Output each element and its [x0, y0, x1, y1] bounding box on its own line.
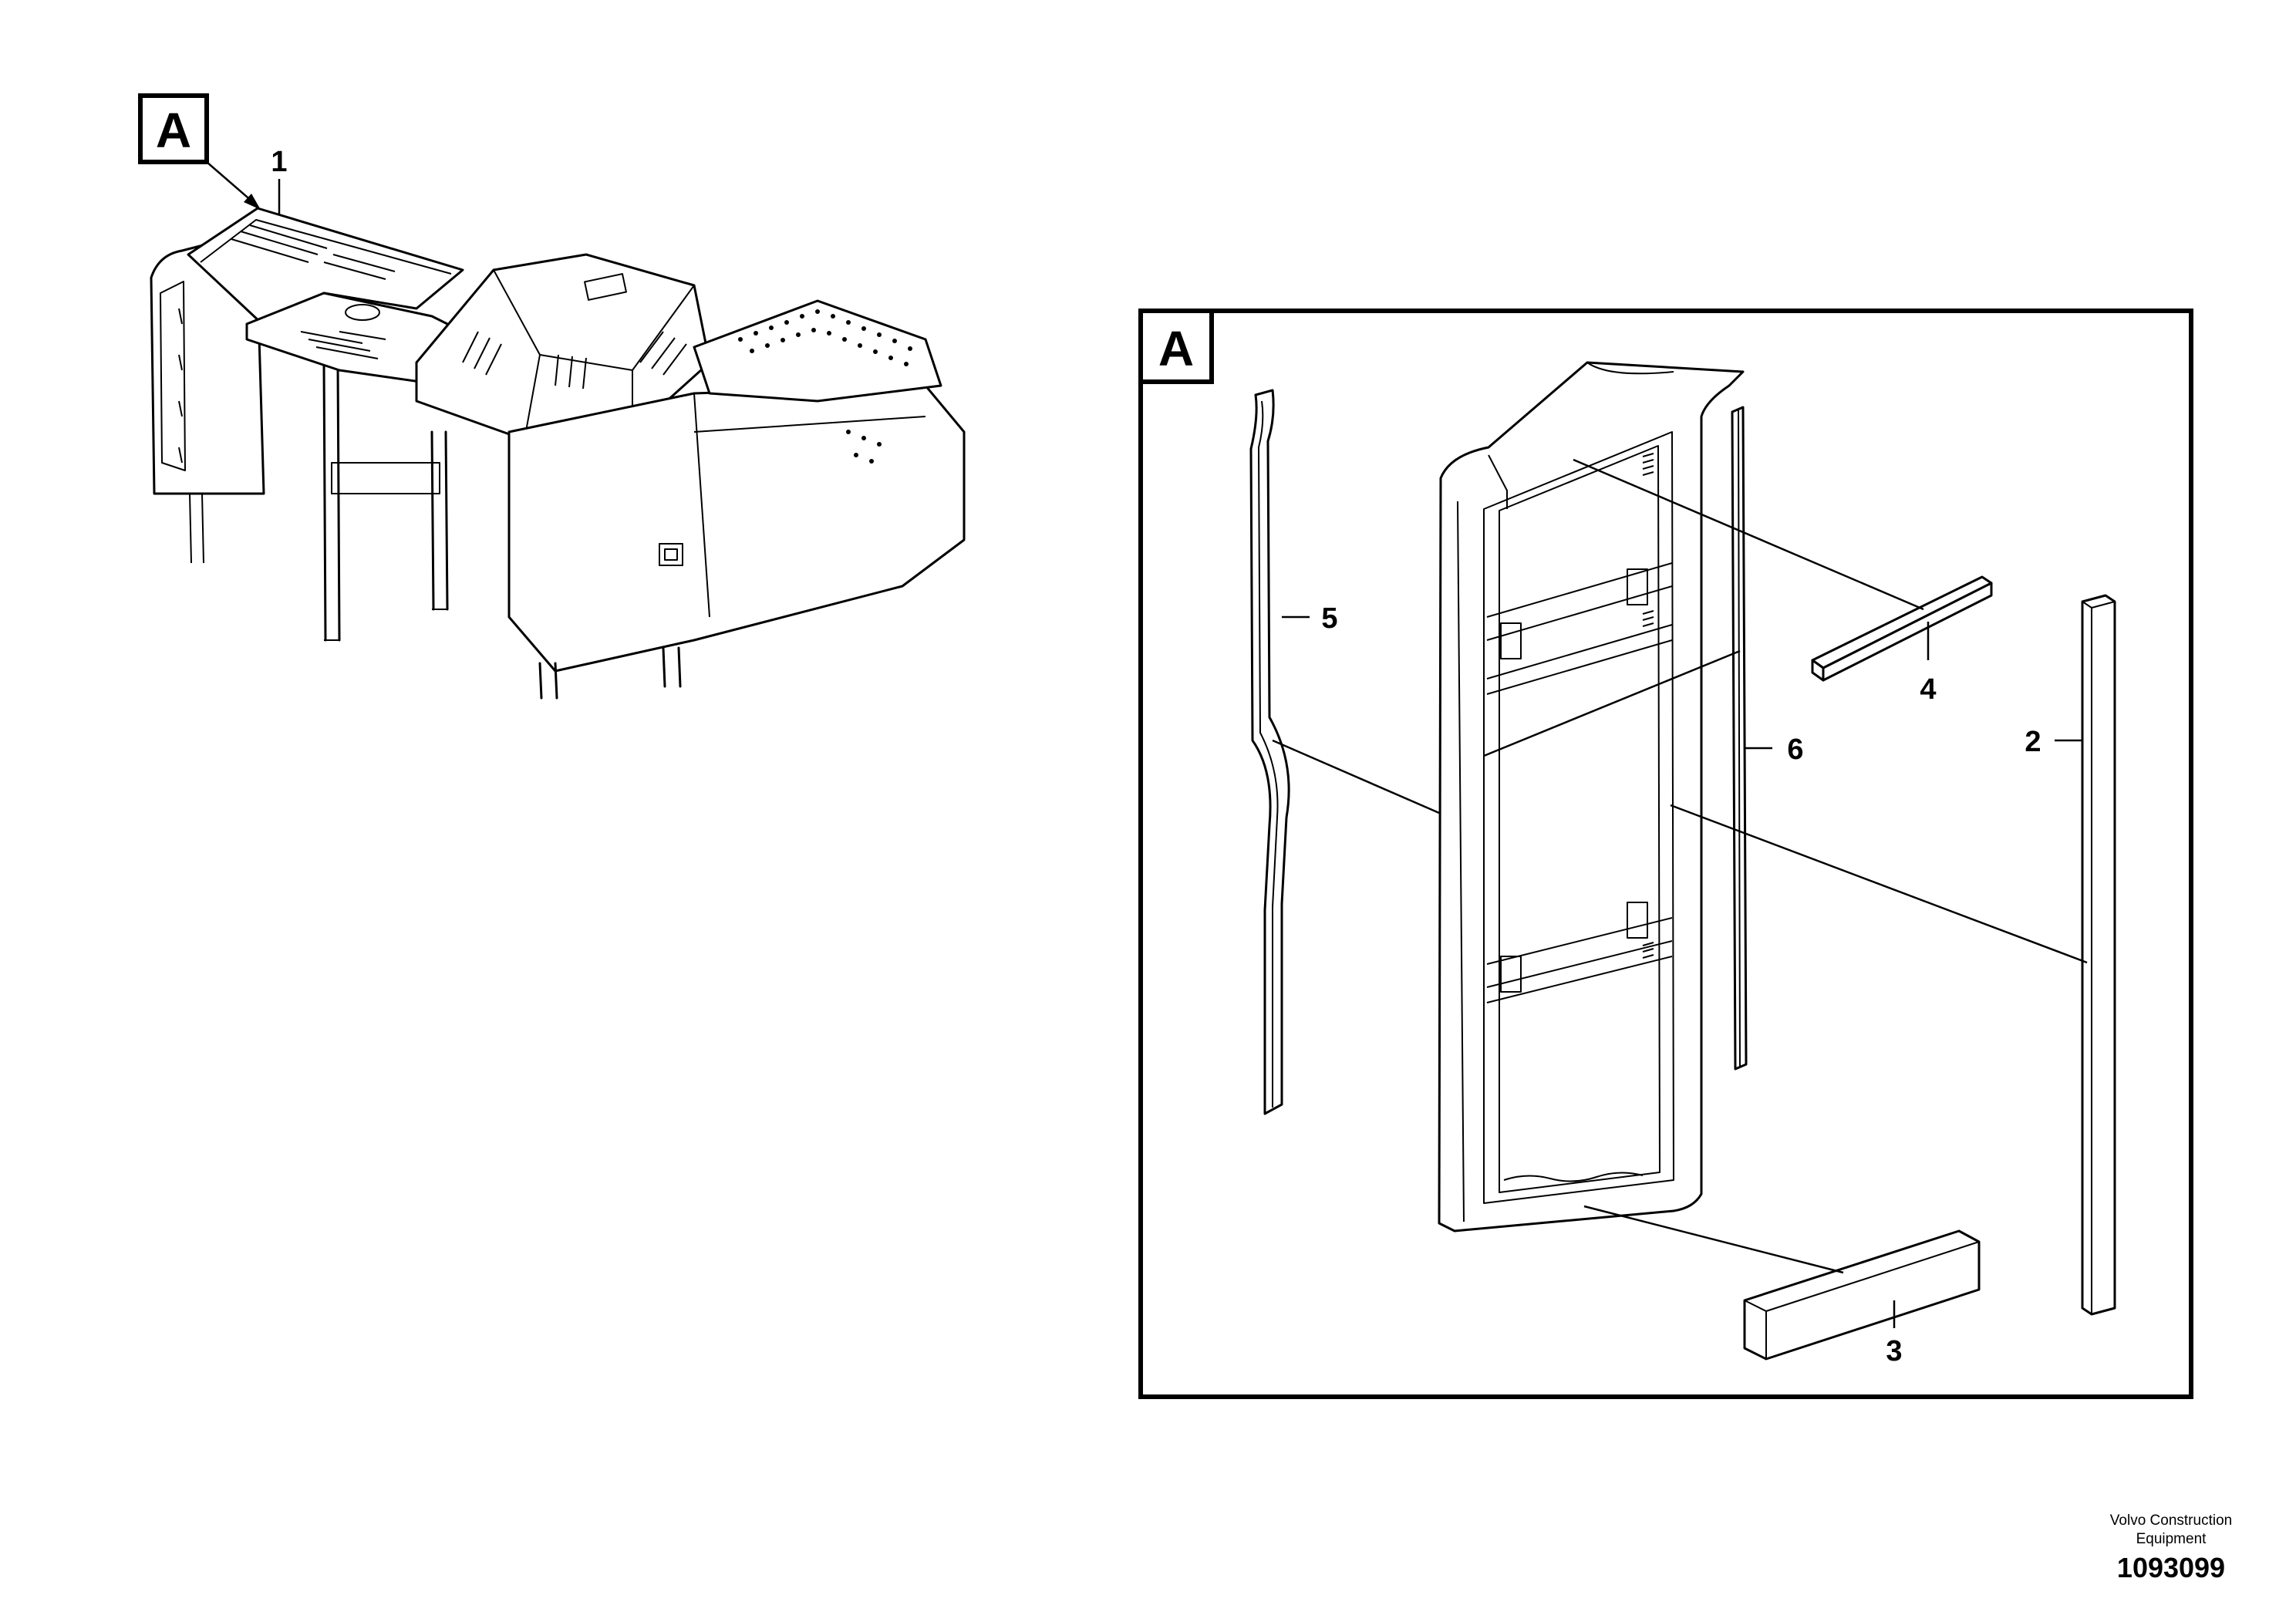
- detail-box-letter: A: [1158, 321, 1194, 376]
- callout-1: 1: [271, 146, 287, 178]
- company-name-line2: Equipment: [2136, 1531, 2207, 1547]
- machine-overview: A 1: [138, 93, 966, 700]
- part-4-bar: [1811, 575, 1993, 669]
- part-3-block: [1743, 1229, 1981, 1361]
- door-panel: [1438, 361, 1745, 1233]
- document-number: 1093099: [2116, 1552, 2226, 1583]
- callout-6: 6: [1787, 733, 1803, 766]
- footer-credit: Volvo Construction Equipment 1093099: [2082, 1512, 2260, 1584]
- callout-4: 4: [1920, 673, 1936, 706]
- callout-3: 3: [1886, 1335, 1902, 1367]
- detail-frame: [1138, 309, 2193, 1399]
- callout-2: 2: [2025, 726, 2041, 758]
- detail-box-label-box: [1138, 309, 1214, 384]
- part-2-bar: [2081, 594, 2116, 1316]
- detail-view-a: A: [1138, 309, 2193, 1399]
- company-name-line1: Volvo Construction: [2109, 1512, 2233, 1529]
- detail-marker-box: [138, 93, 209, 164]
- detail-marker-letter: A: [156, 103, 191, 158]
- part-5-seal: [1249, 389, 1290, 1115]
- callout-5: 5: [1321, 602, 1337, 635]
